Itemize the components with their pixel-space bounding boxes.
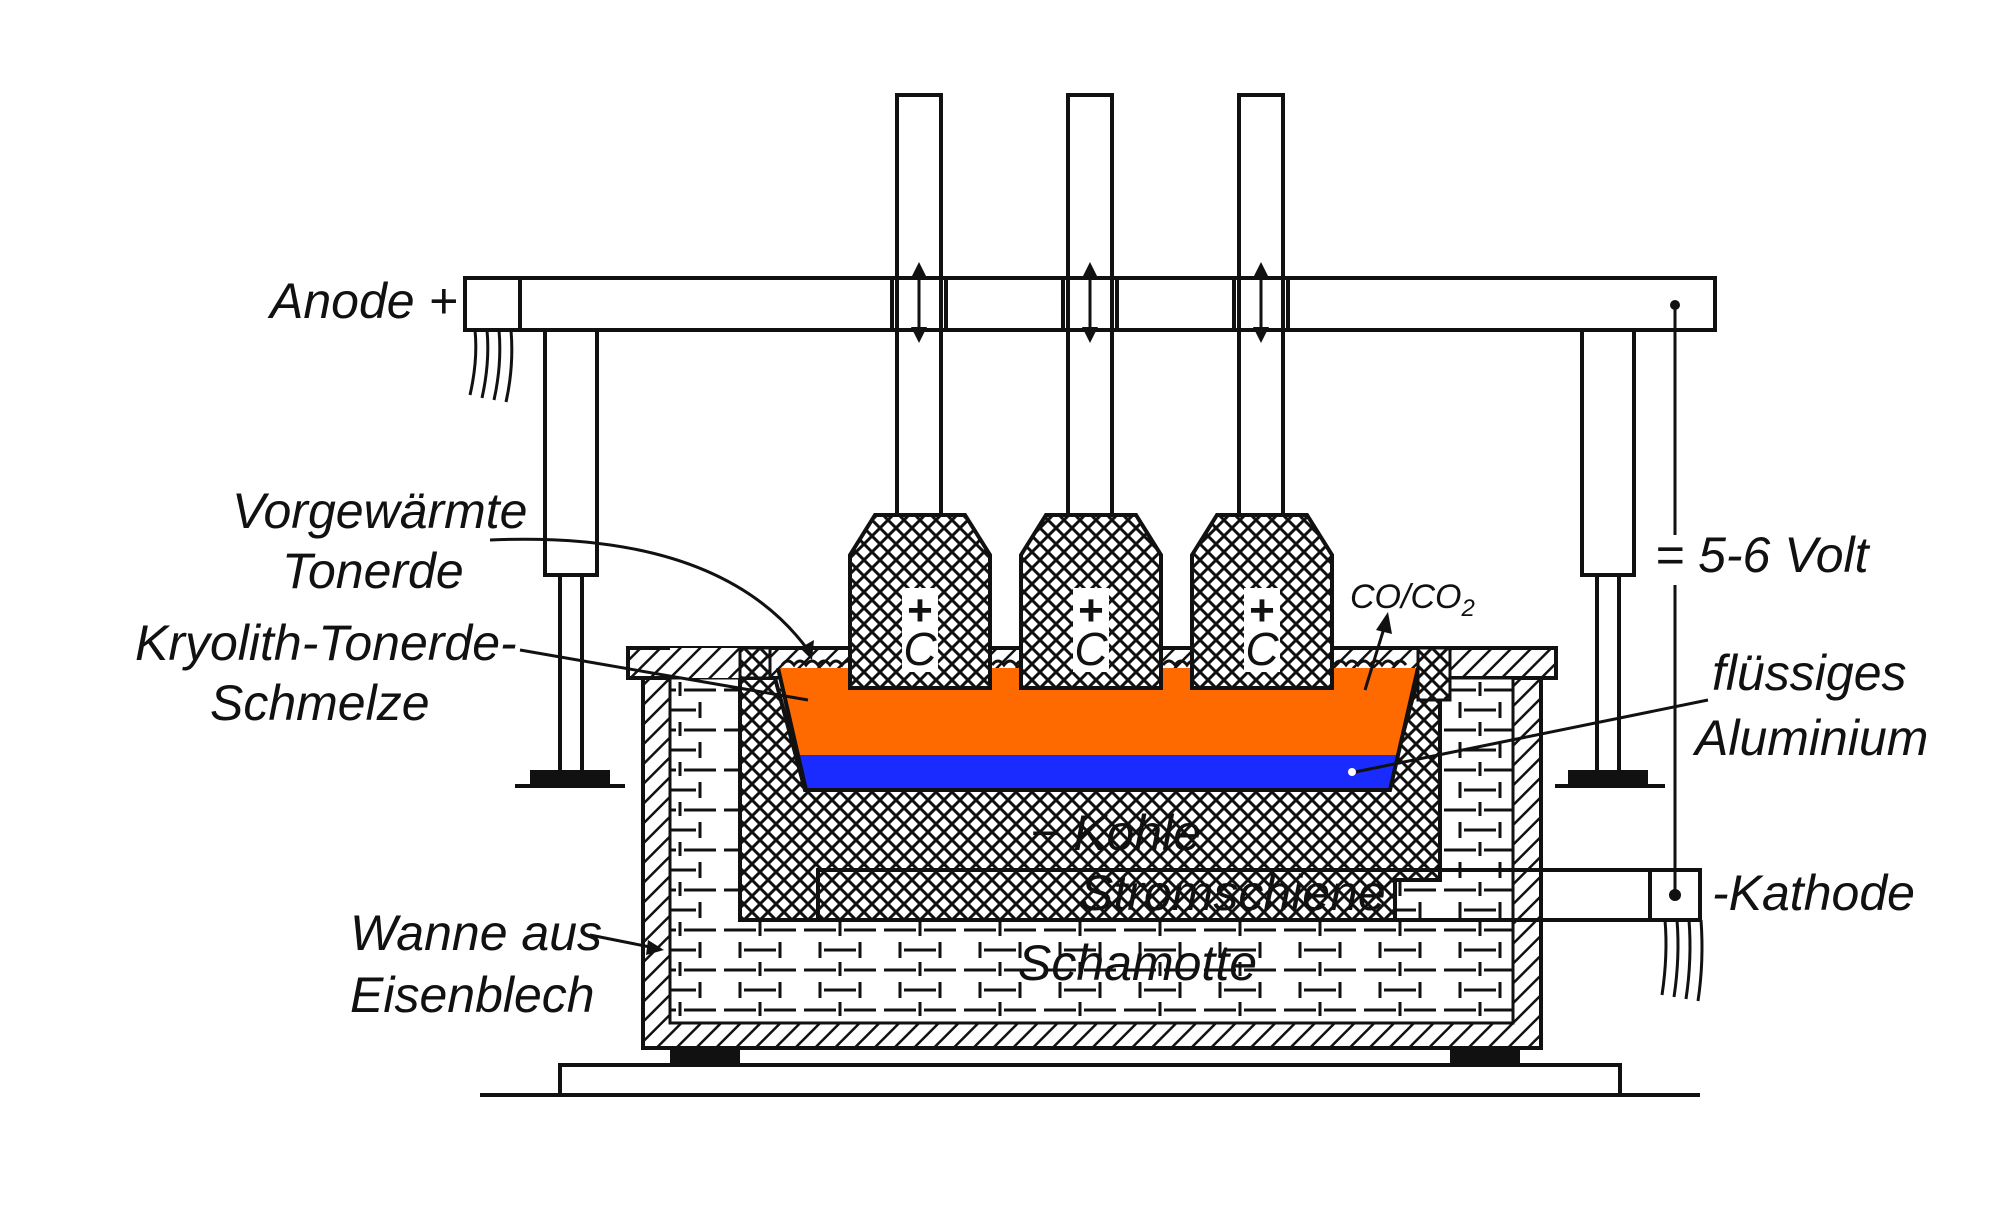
- electrode-carbon-symbol: C: [1245, 623, 1279, 675]
- anode-electrode-2: + C: [1074, 586, 1108, 675]
- aluminium-label-line2: Aluminium: [1692, 710, 1928, 766]
- anode-electrode-1: + C: [903, 586, 937, 675]
- cryolite-melt-label-line1: Kryolith-Tonerde-: [135, 615, 517, 671]
- electrode-carbon-symbol: C: [903, 623, 937, 675]
- liquid-aluminium: [798, 755, 1398, 790]
- aluminium-label-line1: flüssiges: [1712, 645, 1907, 701]
- tank-label-line1: Wanne aus: [350, 905, 602, 961]
- fireclay-label: Schamotte: [1018, 935, 1257, 991]
- voltage-label: = 5-6 Volt: [1655, 527, 1871, 583]
- electrode-plus-sign: +: [1078, 586, 1104, 635]
- anode-electrode-3: + C: [1245, 586, 1279, 675]
- gas-label: CO/CO2: [1350, 578, 1475, 622]
- adjust-arrows: [911, 262, 1269, 343]
- updown-arrow-icon: [1253, 262, 1269, 343]
- coal-label: − Kohle: [1030, 805, 1201, 861]
- alumina-crust: [780, 659, 1408, 668]
- electrode-plus-sign: +: [1249, 586, 1275, 635]
- electrode-carbon-symbol: C: [1074, 623, 1108, 675]
- busbar-label: Stromschiene: [1080, 865, 1386, 921]
- tank-label-line2: Eisenblech: [350, 967, 595, 1023]
- preheated-alumina-label-line1: Vorgewärmte: [232, 483, 527, 539]
- anode-cable: [468, 329, 514, 403]
- preheated-alumina-label-line2: Tonerde: [282, 543, 464, 599]
- updown-arrow-icon: [911, 262, 927, 343]
- cathode-label: -Kathode: [1712, 865, 1915, 921]
- electrode-plus-sign: +: [907, 586, 933, 635]
- base-plate: [480, 1045, 1700, 1097]
- cathode-cable: [1660, 919, 1704, 1002]
- updown-arrow-icon: [1082, 262, 1098, 343]
- busbar: [816, 868, 1702, 922]
- cryolite-melt-label-line2: Schmelze: [210, 675, 430, 731]
- anode-label: Anode +: [267, 273, 458, 329]
- voltage-line: [1670, 300, 1680, 895]
- anode-blocks: [848, 513, 1334, 690]
- leader-lines: [489, 537, 1709, 955]
